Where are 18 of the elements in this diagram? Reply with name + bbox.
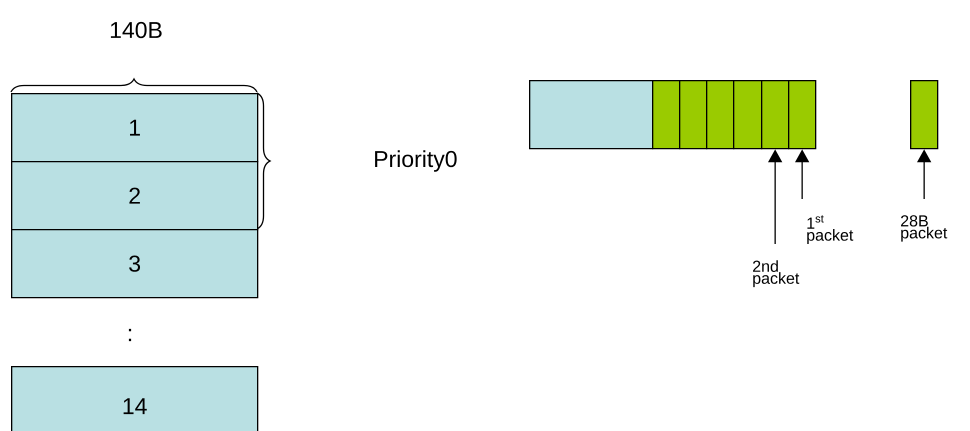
size-label: 140B <box>110 22 162 38</box>
memory-block: 1 <box>11 93 258 162</box>
buffer-cell <box>706 80 734 150</box>
buffer-cell <box>788 80 816 150</box>
ellipsis: : <box>128 328 132 342</box>
buffer-cell <box>652 80 680 150</box>
packet-label: 1$^{st}$ packet <box>807 215 854 244</box>
buffer-cell <box>679 80 708 150</box>
memory-block: 3 <box>11 229 258 298</box>
buffer-cell <box>761 80 790 150</box>
buffer-cell <box>910 80 938 150</box>
packet-label: 28B packet <box>901 215 948 242</box>
buffer-cell <box>733 80 762 150</box>
buffer-cell <box>529 80 654 150</box>
group-label: Priority0 <box>375 150 457 172</box>
memory-block: 2 <box>11 161 258 230</box>
packet-label: 2nd packet <box>753 260 800 288</box>
memory-block: 14 <box>11 366 258 431</box>
